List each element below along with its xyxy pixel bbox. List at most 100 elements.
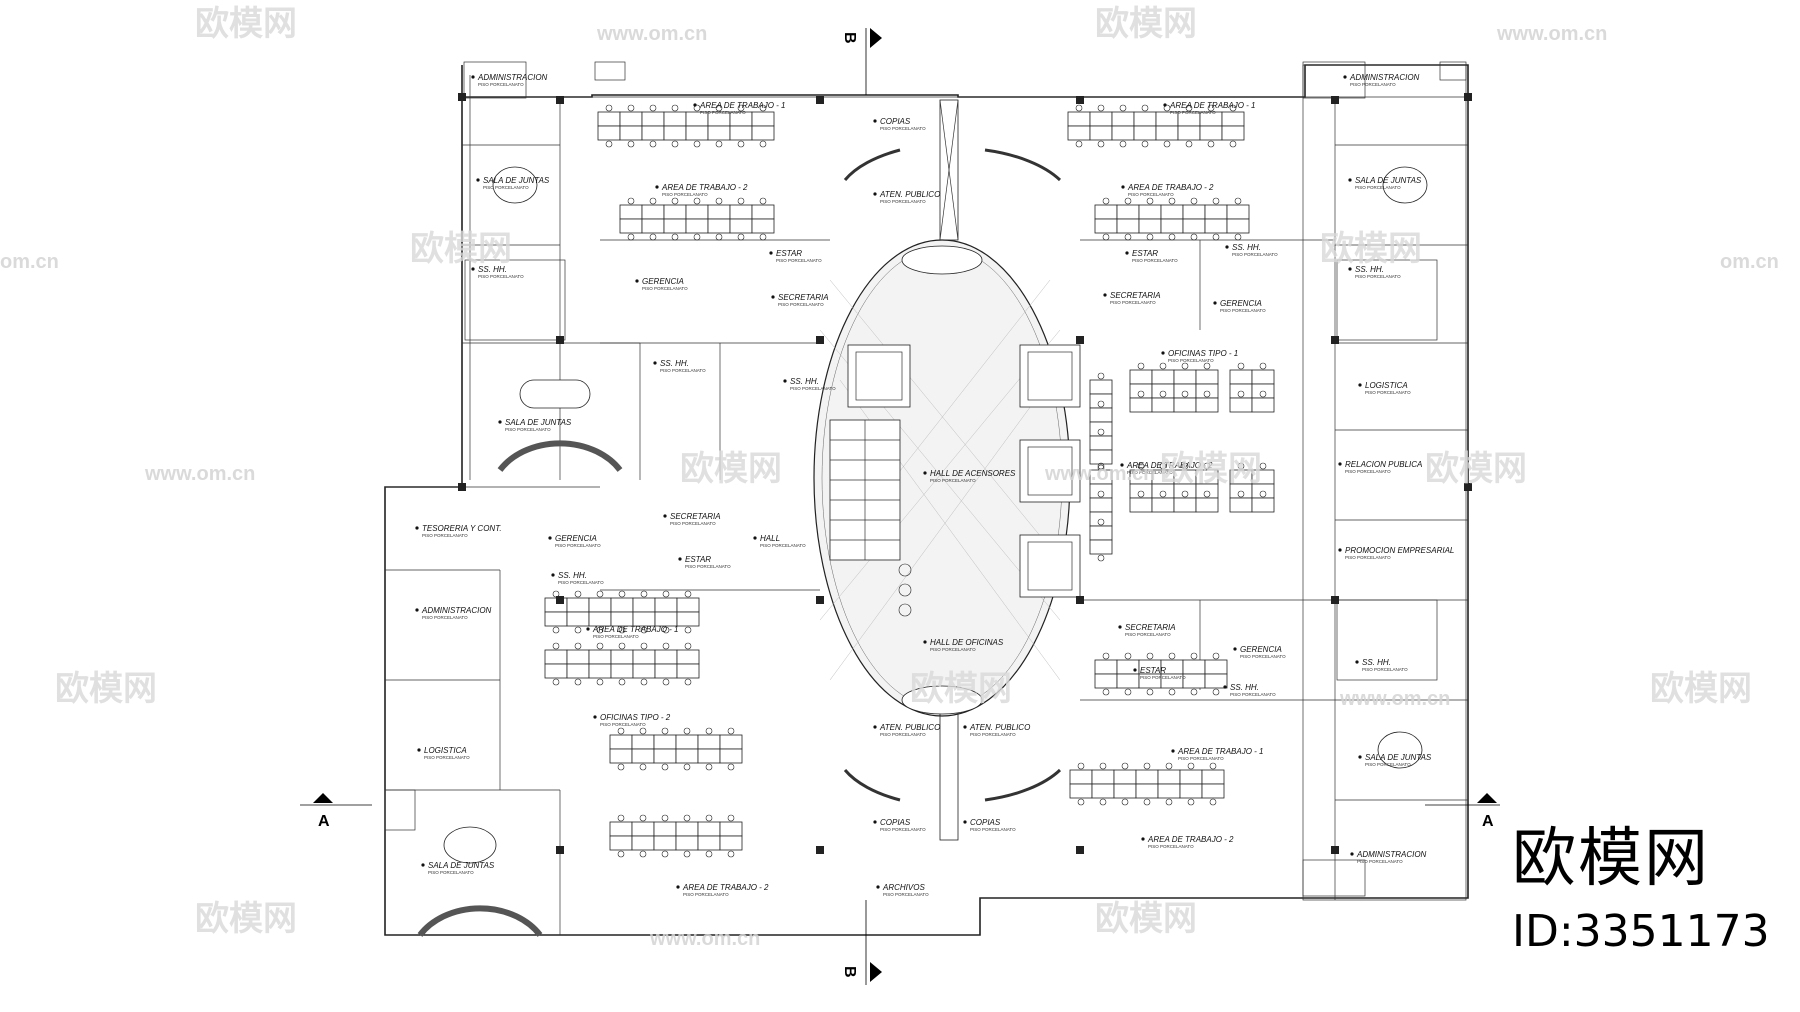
chair bbox=[1259, 490, 1267, 498]
desk bbox=[610, 663, 634, 679]
chair bbox=[1097, 400, 1105, 408]
chair bbox=[640, 590, 648, 598]
desk bbox=[1173, 397, 1197, 413]
room-name: COPIAS bbox=[970, 818, 1001, 827]
room-label-marker bbox=[1141, 837, 1145, 841]
desk bbox=[1067, 111, 1091, 127]
desk bbox=[663, 204, 687, 220]
room-label: SS. HH.PISO PORCELANATO bbox=[653, 359, 706, 373]
desk bbox=[1182, 673, 1206, 689]
desk bbox=[729, 125, 753, 141]
desk bbox=[1226, 218, 1250, 234]
room-name: OFICINAS TIPO - 1 bbox=[1168, 349, 1238, 358]
desk bbox=[663, 218, 687, 234]
desk bbox=[631, 748, 655, 764]
chair bbox=[1146, 197, 1154, 205]
section-marker-b-top: B bbox=[841, 28, 882, 95]
chair bbox=[715, 197, 723, 205]
room-name: SECRETARIA bbox=[778, 293, 829, 302]
room-name: GERENCIA bbox=[642, 277, 684, 286]
chair bbox=[1259, 462, 1267, 470]
room-name: SALA DE JUNTAS bbox=[483, 176, 550, 185]
room-floor-note: PISO PORCELANATO bbox=[1355, 185, 1401, 190]
chair bbox=[1212, 233, 1220, 241]
chair bbox=[1209, 762, 1217, 770]
desk bbox=[1221, 125, 1245, 141]
column bbox=[816, 96, 824, 104]
chair bbox=[1190, 197, 1198, 205]
chair bbox=[574, 642, 582, 650]
desk bbox=[654, 663, 678, 679]
desk bbox=[1173, 369, 1197, 385]
room-label-marker bbox=[1225, 245, 1229, 249]
room-label-marker bbox=[1358, 755, 1362, 759]
column bbox=[556, 846, 564, 854]
desk bbox=[676, 649, 700, 665]
room-label: TESORERIA Y CONT.PISO PORCELANATO bbox=[415, 524, 502, 538]
room-label-marker bbox=[1118, 625, 1122, 629]
desk bbox=[1155, 125, 1179, 141]
desk bbox=[544, 663, 568, 679]
chair bbox=[1099, 762, 1107, 770]
desk bbox=[610, 649, 634, 665]
room-floor-note: PISO PORCELANATO bbox=[505, 427, 551, 432]
chair bbox=[1077, 798, 1085, 806]
chair bbox=[737, 233, 745, 241]
chair bbox=[1212, 197, 1220, 205]
room-label-marker bbox=[693, 103, 697, 107]
chair bbox=[552, 642, 560, 650]
chair bbox=[1190, 233, 1198, 241]
room-floor-note: PISO PORCELANATO bbox=[970, 827, 1016, 832]
room-name: RELACION PUBLICA bbox=[1345, 460, 1422, 469]
room-name: ADMINISTRACION bbox=[1349, 73, 1420, 82]
chair bbox=[1119, 104, 1127, 112]
desk bbox=[641, 111, 665, 127]
chair bbox=[596, 642, 604, 650]
room-label: SS. HH.PISO PORCELANATO bbox=[471, 265, 524, 279]
chair bbox=[693, 233, 701, 241]
chair bbox=[552, 678, 560, 686]
desk bbox=[1138, 218, 1162, 234]
chair bbox=[1168, 688, 1176, 696]
room-floor-note: PISO PORCELANATO bbox=[1125, 632, 1171, 637]
chair bbox=[1121, 798, 1129, 806]
room-floor-note: PISO PORCELANATO bbox=[1357, 859, 1403, 864]
room-name: AREA DE TRABAJO - 1 bbox=[1169, 101, 1256, 110]
room-label-marker bbox=[1343, 75, 1347, 79]
room-name: SS. HH. bbox=[558, 571, 587, 580]
chair bbox=[1124, 688, 1132, 696]
room-label-marker bbox=[635, 279, 639, 283]
desk bbox=[751, 125, 775, 141]
column bbox=[556, 596, 564, 604]
chair bbox=[552, 626, 560, 634]
desk bbox=[641, 218, 665, 234]
chair bbox=[1185, 104, 1193, 112]
desk bbox=[676, 611, 700, 627]
room-label-marker bbox=[1233, 647, 1237, 651]
room-label-marker bbox=[1350, 852, 1354, 856]
chair bbox=[727, 763, 735, 771]
desk bbox=[654, 649, 678, 665]
desk bbox=[1089, 497, 1113, 513]
chair bbox=[1141, 140, 1149, 148]
room-floor-note: PISO PORCELANATO bbox=[700, 110, 746, 115]
desk bbox=[619, 111, 643, 127]
desk bbox=[619, 204, 643, 220]
desk bbox=[663, 125, 687, 141]
watermark-logo: 欧模网 bbox=[1095, 5, 1197, 43]
room-name: GERENCIA bbox=[1220, 299, 1262, 308]
room-name: SS. HH. bbox=[790, 377, 819, 386]
desk bbox=[632, 663, 656, 679]
desk bbox=[1201, 769, 1225, 785]
chair bbox=[662, 642, 670, 650]
watermark-url: www.om.cn bbox=[1339, 688, 1450, 710]
desk bbox=[675, 748, 699, 764]
desk bbox=[597, 125, 621, 141]
room-floor-note: PISO PORCELANATO bbox=[600, 722, 646, 727]
